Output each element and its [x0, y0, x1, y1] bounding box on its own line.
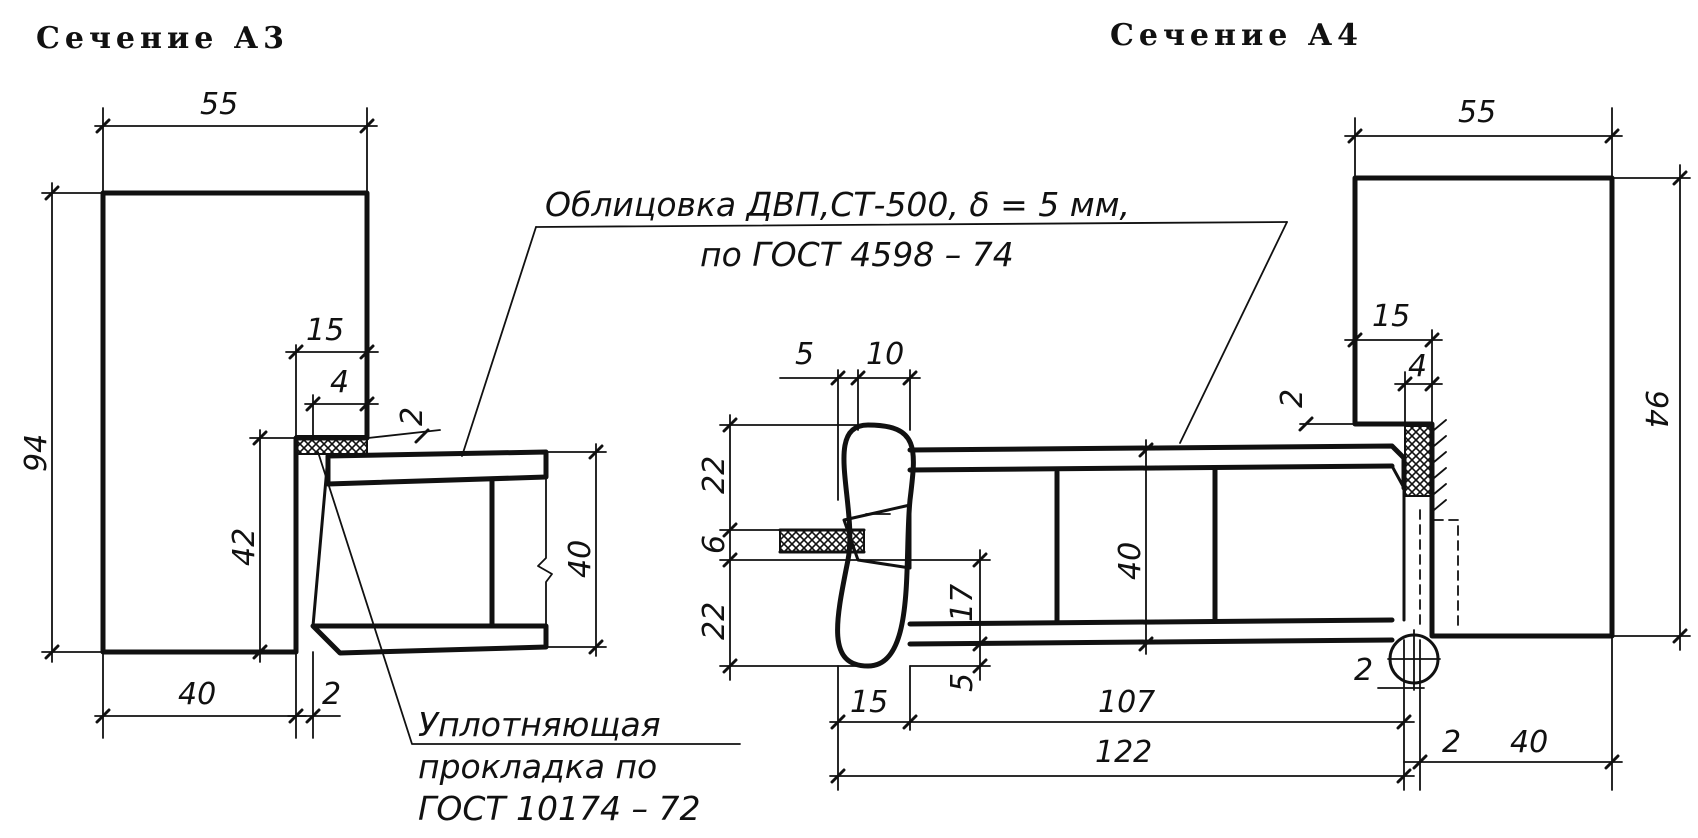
a4-ticks-5-10: [830, 370, 918, 386]
a4-ticks-94: [1672, 170, 1688, 644]
a4-ticks-15-107: [830, 714, 1412, 730]
a3-dim-15-label: 15: [306, 313, 344, 348]
section-a3-drawing: 55 94 15 4 2 42 40: [19, 87, 741, 745]
a4-ticks-2-40-bottom: [1412, 754, 1620, 770]
a4-leaf-top-skin-outer: [907, 443, 1407, 491]
a4-dim-107-label: 107: [1098, 685, 1155, 720]
a3-dim-40-bottom-label: 40: [178, 677, 216, 712]
a3-dim-55-label: 55: [200, 87, 238, 122]
a3-ticks-15: [288, 344, 375, 360]
a3-dim-2-top-label: 2: [395, 407, 430, 426]
a4-ticks-22-6-22: [722, 417, 738, 674]
a4-dim-10-label: 10: [866, 337, 904, 372]
a4-ticks-122: [830, 768, 1412, 784]
a4-dim-22-lower-label: 22: [697, 602, 732, 640]
a4-leaf-bottom-skin-inner: [907, 617, 1395, 627]
a4-handle-hatched-block: [779, 529, 865, 553]
a4-dim-17-label: 17: [945, 584, 980, 622]
a3-ticks-40: [588, 444, 604, 655]
a4-hidden-line-outer: [1433, 519, 1459, 629]
a3-ticks-94: [44, 185, 60, 660]
gasket-note-line1: Уплотняющая: [418, 705, 661, 744]
a4-dim-55-label: 55: [1458, 95, 1496, 130]
a4-dim-hinge-2-label: 2: [1354, 653, 1373, 688]
a4-dim-4-label: 4: [1408, 349, 1427, 384]
section-a4-drawing: 5 10 22 6 22 17 5 40 15 107 122: [697, 95, 1691, 791]
a4-dim-2-bottom-label: 2: [1442, 725, 1461, 760]
section-a3-title: Сечение А3: [36, 21, 289, 56]
section-a4-title: Сечение А4: [1110, 18, 1363, 53]
a3-leaf-edge: [311, 454, 330, 628]
a3-dim-94-label: 94: [19, 434, 54, 472]
a4-frame-profile: [1352, 175, 1615, 639]
a3-dim-2-top: [367, 429, 441, 439]
a4-ticks-40-leaf: [1138, 442, 1154, 652]
a4-dim-40-bottom-label: 40: [1510, 725, 1548, 760]
a4-dim-5-label: 5: [795, 337, 814, 372]
a3-gasket: [295, 435, 368, 455]
a4-dim-6-label: 6: [697, 535, 732, 554]
a3-gasket-leader: [317, 451, 741, 745]
a3-dim-42-label: 42: [227, 528, 262, 566]
a4-dim-94-label: 94: [1638, 390, 1673, 428]
a3-dim-2-bottom-label: 2: [322, 677, 341, 712]
a4-gasket: [1404, 425, 1433, 497]
a4-ticks-2-top: [1298, 416, 1314, 432]
a3-ticks-55: [95, 118, 375, 134]
a4-handle-block-edges: [778, 528, 866, 554]
gasket-note-line3: ГОСТ 10174 – 72: [418, 789, 701, 828]
a3-ticks-42: [252, 430, 268, 660]
gasket-note-line2: прокладка по: [418, 747, 657, 786]
cladding-note-line1: Облицовка ДВП,СТ-500, δ = 5 мм,: [545, 185, 1130, 224]
cladding-leader-left: [461, 226, 537, 457]
a4-dim-122-label: 122: [1095, 735, 1152, 770]
a4-dim-5b-label: 5: [945, 673, 980, 692]
a4-dim-2-top-label: 2: [1275, 389, 1310, 408]
a3-ticks-2-bottom: [305, 708, 321, 724]
cladding-underline: [535, 221, 1288, 228]
a3-dim-4-label: 4: [330, 365, 349, 400]
a4-wall-hatch: [1433, 419, 1447, 511]
a3-break-line: [537, 476, 553, 627]
a4-leaf-edge: [1390, 464, 1406, 622]
a3-leaf-top-skin: [325, 449, 549, 487]
a3-leaf-bottom-skin: [310, 623, 549, 656]
a4-ticks-17-5: [972, 552, 988, 674]
a4-dim-15-rebate-label: 15: [1372, 299, 1410, 334]
a3-dim-40-leaf-label: 40: [563, 540, 598, 578]
a3-ticks-2-top: [414, 428, 430, 444]
cladding-leader-right: [1179, 221, 1288, 444]
a4-leaf-top-skin-inner: [907, 463, 1395, 473]
a4-dim-15-label: 15: [850, 685, 888, 720]
a4-dim-22-upper-label: 22: [697, 456, 732, 494]
a3-frame-profile: [100, 190, 370, 655]
a4-ticks-15-4: [1347, 332, 1440, 392]
a4-dim-40-leaf-label: 40: [1113, 542, 1148, 580]
a3-ticks-4: [305, 396, 375, 412]
cladding-note-line2: по ГОСТ 4598 – 74: [700, 235, 1014, 274]
a4-ticks-55: [1347, 128, 1620, 144]
